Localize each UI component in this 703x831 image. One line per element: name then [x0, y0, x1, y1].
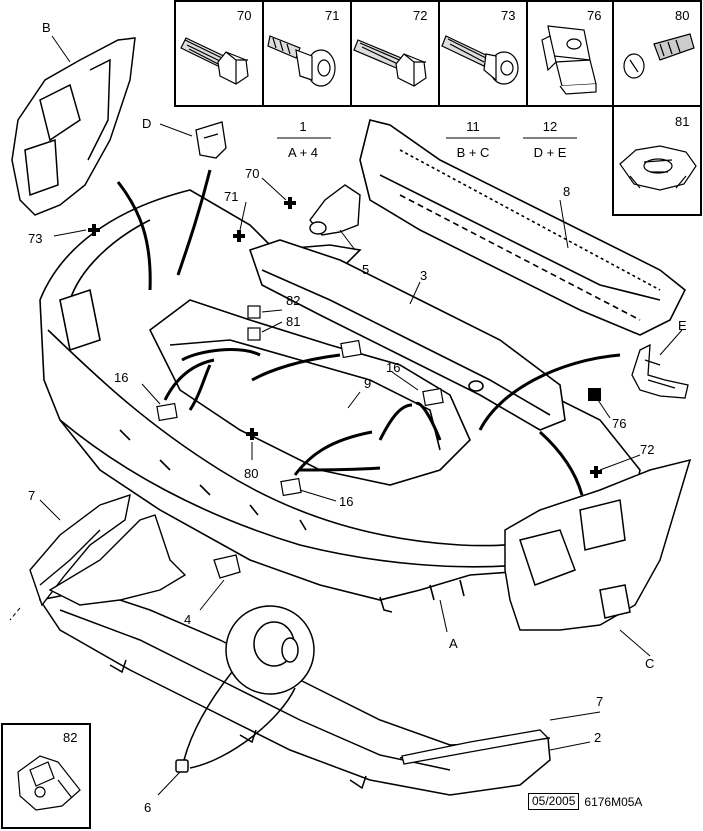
lower-grille-7[interactable]: [29, 493, 131, 607]
callout-71: 71: [224, 189, 238, 204]
callout-7-right: 7: [596, 694, 603, 709]
part-70-box[interactable]: 70: [180, 8, 251, 85]
part-80-box[interactable]: 80: [623, 8, 695, 79]
callout-3: 3: [420, 268, 427, 283]
part-81-box[interactable]: 81: [619, 114, 697, 191]
callout-e: E: [678, 318, 687, 333]
callout-6: 6: [144, 800, 151, 815]
bracket-clip-icon: [17, 755, 81, 811]
part-71-box[interactable]: 71: [267, 8, 339, 87]
bracket-d[interactable]: [195, 121, 227, 159]
callout-9: 9: [364, 376, 371, 391]
part-71-number: 71: [325, 8, 339, 23]
hex-bolt-icon: [353, 39, 427, 87]
part-72-box[interactable]: 72: [353, 8, 427, 87]
callout-c: C: [645, 656, 654, 671]
callout-labels: B D E A C 70 71 73 76 72 80 81 82 3 5 8 …: [28, 20, 687, 815]
formula-11: 11 B + C: [446, 119, 500, 160]
part-76-number: 76: [587, 8, 601, 23]
side-bracket-b[interactable]: [11, 37, 136, 216]
callout-82: 82: [286, 293, 300, 308]
bracket-e[interactable]: [631, 343, 689, 399]
torx-bolt-icon: [441, 35, 519, 85]
callout-2: 2: [594, 730, 601, 745]
formula-12-top: 12: [543, 119, 557, 134]
callout-70: 70: [245, 166, 259, 181]
part-76-box[interactable]: 76: [541, 8, 601, 95]
footer: 05/2005 6176M05A: [528, 793, 642, 810]
formula-1-top: 1: [299, 119, 306, 134]
callout-b: B: [42, 20, 51, 35]
callout-7-left: 7: [28, 488, 35, 503]
part-70-number: 70: [237, 8, 251, 23]
hex-bolt-icon: [180, 37, 249, 85]
callout-4: 4: [184, 612, 191, 627]
quarter-turn-fastener-icon: [623, 33, 695, 79]
part-82-box[interactable]: 82: [1, 723, 91, 829]
side-bracket-c[interactable]: [504, 458, 692, 631]
callout-a: A: [449, 636, 458, 651]
absorber-8[interactable]: [359, 119, 687, 336]
lower-cover-panel: [48, 514, 187, 606]
formula-1-bottom: A + 4: [288, 145, 318, 160]
part-73-number: 73: [501, 8, 515, 23]
part-73-box[interactable]: 73: [441, 8, 519, 85]
formula-11-top: 11: [466, 119, 480, 134]
assembly-curves: [116, 169, 621, 496]
clip-nut-icon: [541, 25, 597, 95]
fastener-markers: [88, 197, 602, 478]
fog-lamp-detail-6[interactable]: [175, 605, 315, 773]
footer-reference: 6176M05A: [584, 794, 643, 809]
callout-8: 8: [563, 184, 570, 199]
fastener-legend: [174, 0, 702, 216]
small-plates-16: [156, 305, 444, 497]
callout-81: 81: [286, 314, 300, 329]
push-rivet-icon: [267, 35, 336, 87]
callout-72: 72: [640, 442, 654, 457]
moulding-strip-7[interactable]: [401, 729, 550, 765]
leader-lines: [9, 35, 683, 796]
callout-76: 76: [612, 416, 626, 431]
footer-date: 05/2005: [528, 793, 580, 810]
callout-d: D: [142, 116, 151, 131]
callout-16-right: 16: [386, 360, 400, 375]
tow-cover-4[interactable]: [213, 554, 241, 579]
part-80-number: 80: [675, 8, 689, 23]
sensor-mount-5[interactable]: [309, 184, 361, 236]
part-81-number: 81: [675, 114, 689, 129]
formula-12: 12 D + E: [523, 119, 577, 160]
callout-16-left: 16: [114, 370, 128, 385]
part-72-number: 72: [413, 8, 427, 23]
callout-80: 80: [244, 466, 258, 481]
formula-11-bottom: B + C: [457, 145, 490, 160]
impact-beam-3[interactable]: [248, 239, 566, 431]
callout-5: 5: [362, 262, 369, 277]
formula-12-bottom: D + E: [534, 145, 567, 160]
callout-16-bottom: 16: [339, 494, 353, 509]
speed-washer-icon: [619, 145, 697, 191]
formula-1: 1 A + 4: [277, 119, 331, 160]
callout-73: 73: [28, 231, 42, 246]
part-82-number: 82: [63, 730, 77, 745]
